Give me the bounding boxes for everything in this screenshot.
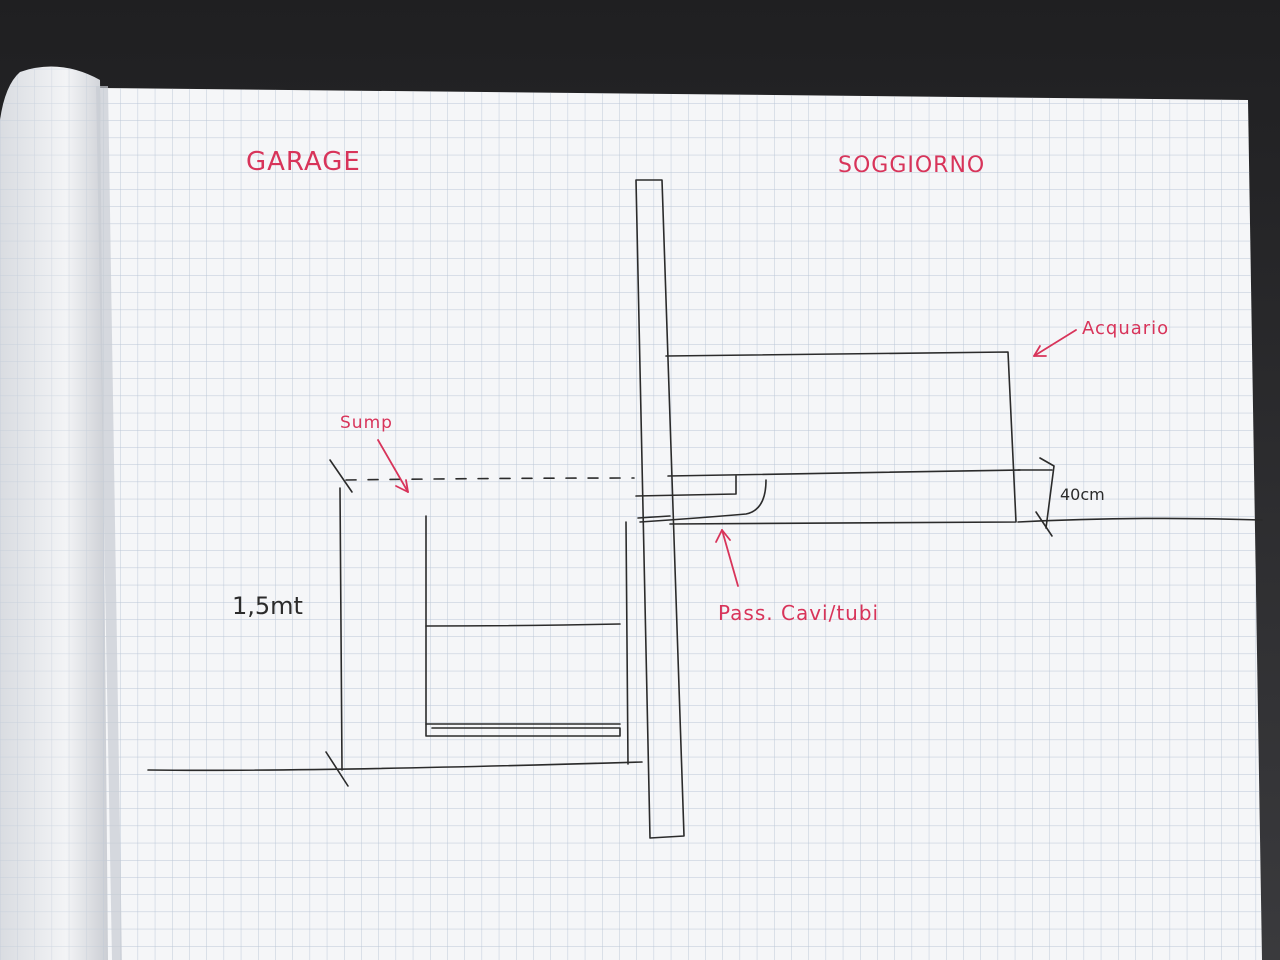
label-passage: Pass. Cavi/tubi xyxy=(718,601,879,625)
garage-floor xyxy=(147,761,643,772)
floor-plan-drawing xyxy=(147,179,1263,839)
tick-bottom-sump xyxy=(325,751,349,787)
sump-arrow xyxy=(377,439,409,493)
sump-shelf xyxy=(425,623,621,627)
annotation-arrows xyxy=(377,329,1077,587)
tick-top-tank xyxy=(1039,457,1055,529)
tick-top-sump xyxy=(329,459,353,493)
label-sump: Sump xyxy=(340,413,393,433)
label-soggiorno: SOGGIORNO xyxy=(838,153,985,178)
cable-passage xyxy=(635,475,737,497)
aquarium-tank xyxy=(665,351,1017,525)
passage-arrow xyxy=(721,529,739,587)
label-height-sump: 1,5mt xyxy=(232,592,303,620)
aquarium-base-line xyxy=(667,469,1021,477)
label-height-tank: 40cm xyxy=(1060,485,1105,504)
sump-cabinet-right xyxy=(625,521,629,765)
label-garage: GARAGE xyxy=(246,147,361,177)
label-acquario: Acquario xyxy=(1082,318,1169,339)
sump-cabinet-left xyxy=(339,487,343,771)
dividing-wall xyxy=(635,179,685,839)
sump-tank xyxy=(425,515,621,737)
living-room-floor xyxy=(1017,517,1263,523)
acquario-arrow xyxy=(1033,329,1077,357)
